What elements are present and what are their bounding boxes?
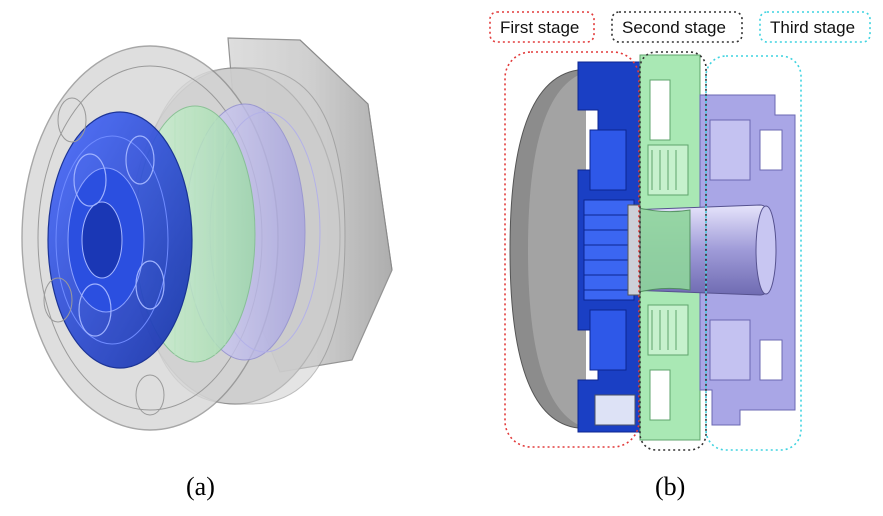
cross-section-view	[509, 54, 796, 441]
first-stage-label-box	[489, 11, 595, 43]
second-stage-label: Second stage	[622, 18, 726, 37]
second-stage-label-box	[611, 11, 743, 43]
third-stage-label-box	[759, 11, 871, 43]
assembly-3d-view	[21, 37, 393, 431]
third-stage-label: Third stage	[770, 18, 856, 37]
caption-a: (a)	[186, 472, 215, 501]
caption-b: (b)	[655, 472, 686, 501]
first-stage-outline	[504, 51, 640, 448]
first-stage-label: First stage	[500, 18, 580, 37]
